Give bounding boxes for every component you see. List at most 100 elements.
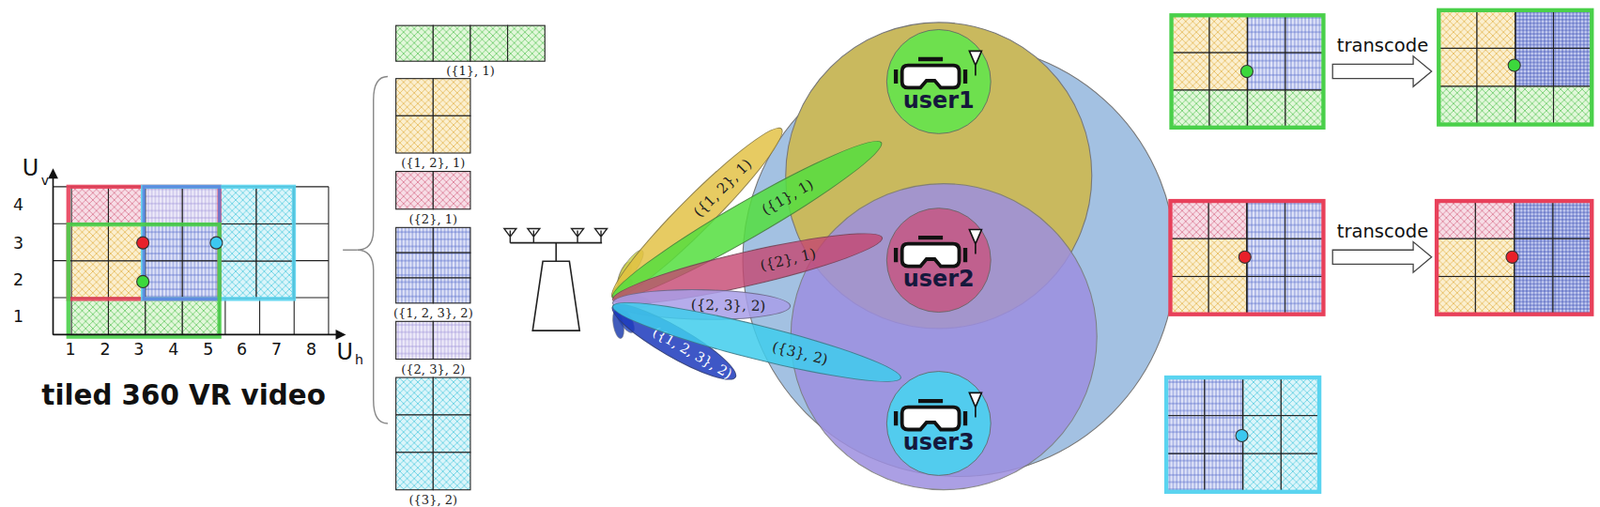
user1-viewport [68,224,220,338]
view-dot [1507,59,1521,72]
tile-group: ({1}, 1) [396,25,546,79]
video-tile [396,171,434,210]
user-circle: user2 [885,207,992,314]
video-tile [1204,377,1244,416]
video-tile [182,297,219,335]
video-tile [256,261,293,299]
video-tile [396,377,434,416]
tile-group: ({2, 3}, 2) [396,321,471,377]
axis-arrow [47,168,346,340]
video-tile [256,224,293,262]
video-tile [1169,200,1209,239]
user-label: user3 [903,430,975,456]
user-icon [885,207,992,314]
video-tile [1246,238,1286,277]
video-tile [1285,52,1324,91]
user-antenna [969,230,982,255]
video-tile [1246,90,1285,128]
video-tile [432,78,471,117]
video-tile [1280,377,1320,416]
user-antenna [969,50,982,76]
video-tile [396,115,434,154]
antenna-element [595,228,608,243]
video-tile [219,261,257,299]
video-tile [396,227,434,253]
video-tile [1285,238,1324,277]
video-tile [1438,10,1477,49]
video-tile [432,377,471,416]
view-dot [1506,250,1519,263]
video-tile [1209,90,1247,128]
video-tile [1171,90,1210,128]
text-label: 8 [306,338,317,359]
video-tile [1553,86,1593,125]
video-tile [432,171,471,210]
tile-group: ({1, 2}, 1) [396,78,471,171]
video-tile [1475,200,1514,239]
vr-headset [902,65,960,89]
transcode-arrow [1332,56,1431,88]
tile-group-label: ({1}, 1) [446,63,495,78]
video-tile [432,321,471,359]
text-label: 4 [13,195,24,216]
beam-label: ({3}, 2) [770,338,831,368]
vr-strap [895,400,966,426]
text-label: U [337,338,354,365]
video-tile [1553,276,1592,314]
user1-view-dot [137,275,150,288]
video-tile [1436,276,1476,314]
text-label: 1 [13,307,24,327]
video-tile [1208,200,1247,239]
video-tile [1243,415,1282,455]
video-tile [432,252,471,278]
vr-strap [895,237,966,262]
video-tile [107,297,145,335]
user-icon [885,28,992,135]
video-tile [1436,238,1476,277]
vr-headset [902,407,960,431]
video-tile [145,297,183,335]
video-tile [1280,415,1320,455]
video-tile [182,186,219,225]
text-label: 3 [13,232,24,253]
video-tile [182,261,219,298]
tile-group: ({2}, 1) [396,171,471,228]
video-tile [1515,86,1554,125]
bracket [356,76,388,424]
video-tile [396,277,434,304]
axis [53,175,339,336]
text-label: transcode [1337,219,1429,242]
video-tile [219,224,257,262]
tile-group: ({1, 2, 3}, 2) [396,227,471,321]
video-tile [1285,15,1324,53]
vr-strap [895,59,966,84]
video-tile [1280,453,1320,493]
video-tile [71,186,108,225]
video-tile [145,186,183,225]
base-station [532,261,580,331]
user-circle: user1 [885,28,992,135]
antenna-element [527,228,540,243]
video-tile [1476,86,1516,125]
video-tile [1438,86,1477,125]
user-label: user2 [903,266,975,293]
tile-group-label: ({3}, 2) [408,492,458,507]
view-dot [1235,430,1248,443]
video-tile [432,277,471,304]
user-label: user1 [903,87,975,113]
video-tile [1553,47,1593,87]
user-circle: user3 [885,369,992,477]
view-dot [1240,65,1253,78]
video-tile [107,186,145,225]
user2-viewport [68,186,220,300]
viewport-frame [1169,200,1324,315]
video-tile [1243,377,1282,416]
video-tile [1208,276,1247,314]
view-dot [1238,250,1251,263]
video-tile [145,261,183,298]
video-tile [71,261,108,298]
video-tile [1246,276,1286,314]
video-tile [1169,276,1209,314]
text-label: 1 [64,338,76,359]
